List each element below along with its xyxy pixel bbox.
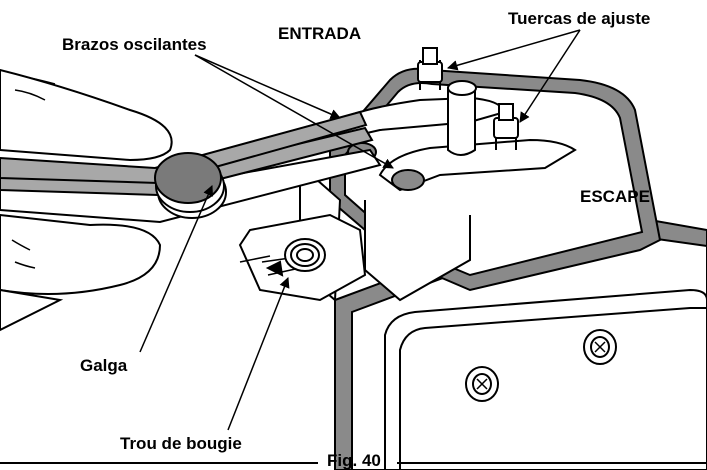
leader-lines (139, 29, 581, 431)
screw-left (465, 366, 499, 402)
adjusting-nuts-label: Tuercas de ajuste (508, 9, 651, 28)
rocker-arms (328, 47, 577, 192)
rocker-arms-label: Brazos oscilantes (62, 35, 207, 54)
leader-rocker-arm-1 (194, 54, 341, 120)
leader-spark-plug (227, 277, 290, 431)
leader-gauge (139, 185, 214, 353)
spark-plug-area (238, 213, 367, 302)
hand (0, 68, 173, 332)
leader-nut-1 (446, 29, 581, 71)
intake-label: ENTRADA (278, 24, 362, 43)
spark-plug-hole-label: Trou de bougie (120, 434, 242, 453)
feeler-gauge-label: Galga (80, 356, 128, 375)
caption-rule-right (397, 462, 707, 464)
leader-nut-2 (519, 29, 581, 123)
cylinder-head (334, 218, 707, 470)
screw-right (583, 329, 617, 365)
exhaust-label: ESCAPE (580, 187, 650, 206)
leader-rocker-arm-2 (194, 54, 394, 169)
caption-rule-left (0, 462, 318, 464)
figure-caption: Fig. 40 (327, 451, 381, 470)
